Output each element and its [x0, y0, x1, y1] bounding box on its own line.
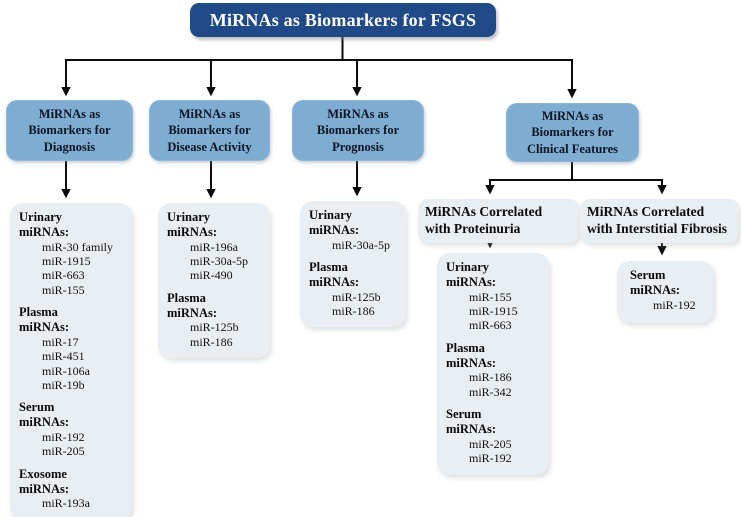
- mirna-item: miR-30a-5p: [332, 237, 390, 252]
- mirna-item: miR-1915: [42, 254, 91, 268]
- mirna-item: miR-155: [42, 282, 85, 297]
- mirna-item: miR-30a-5p: [190, 254, 248, 268]
- mirna-item: miR-192: [469, 451, 512, 466]
- panel-interstitial-fibrosis-groups: Serum miRNAs:miR-192: [630, 268, 710, 312]
- mirna-item: miR-125b: [190, 320, 239, 335]
- mirna-item: miR-30 family: [42, 239, 113, 254]
- mirna-group-label: Serum miRNAs:: [19, 400, 69, 430]
- mirna-item: miR-342: [469, 384, 512, 399]
- mirna-group-label: Exosome miRNAs:: [19, 466, 69, 496]
- mirna-item: miR-196a: [190, 239, 238, 254]
- node-diagnosis: MiRNAs as Biomarkers for Diagnosis: [6, 100, 133, 161]
- mirna-item: miR-451: [42, 349, 85, 364]
- panel-interstitial-fibrosis: Serum miRNAs:miR-192: [617, 261, 714, 323]
- mirna-group-label: Plasma miRNAs:: [167, 290, 217, 320]
- mirna-group-label: Serum miRNAs:: [446, 407, 496, 437]
- mirna-item: miR-155: [469, 289, 512, 304]
- mirna-group-label: Serum miRNAs:: [630, 268, 680, 297]
- mirna-item: miR-205: [42, 444, 85, 459]
- mirna-group-label: Plasma miRNAs:: [19, 305, 69, 335]
- mirna-item: miR-205: [469, 436, 512, 451]
- mirna-group-label: Urinary miRNAs:: [167, 210, 217, 239]
- mirna-item: miR-663: [469, 318, 512, 333]
- mirna-group-label: Plasma miRNAs:: [309, 260, 359, 289]
- mirna-item: miR-490: [190, 268, 233, 283]
- subheader-proteinuria: MiRNAs Correlated with Proteinuria: [418, 199, 579, 243]
- root-node: MiRNAs as Biomarkers for FSGS: [190, 3, 496, 37]
- subheader-interstitial-fibrosis: MiRNAs Correlated with Interstitial Fibr…: [580, 199, 739, 243]
- mirna-item: miR-106a: [42, 363, 90, 378]
- node-prognosis: MiRNAs as Biomarkers for Prognosis: [292, 100, 424, 161]
- mirna-item: miR-125b: [332, 289, 381, 304]
- mirna-item: miR-186: [190, 334, 233, 349]
- mirna-group-label: Urinary miRNAs:: [309, 208, 359, 237]
- node-disease-activity: MiRNAs as Biomarkers for Disease Activit…: [149, 100, 270, 161]
- node-clinical-features: MiRNAs as Biomarkers for Clinical Featur…: [506, 103, 639, 162]
- mirna-item: miR-192: [42, 430, 85, 445]
- mirna-item: miR-186: [469, 370, 512, 385]
- mirna-item: miR-192: [653, 297, 696, 312]
- mirna-group-label: Urinary miRNAs:: [446, 260, 496, 289]
- mirna-item: miR-663: [42, 268, 85, 283]
- mirna-group-label: Plasma miRNAs:: [446, 340, 496, 370]
- mirna-item: miR-186: [332, 304, 375, 318]
- mirna-item: miR-17: [42, 334, 79, 349]
- mirna-item: miR-193a: [42, 496, 90, 511]
- mirna-item: miR-19b: [42, 378, 85, 393]
- mirna-group-label: Urinary miRNAs:: [19, 210, 69, 239]
- mirna-item: miR-1915: [469, 304, 518, 318]
- root-node-title: MiRNAs as Biomarkers for FSGS: [209, 9, 477, 30]
